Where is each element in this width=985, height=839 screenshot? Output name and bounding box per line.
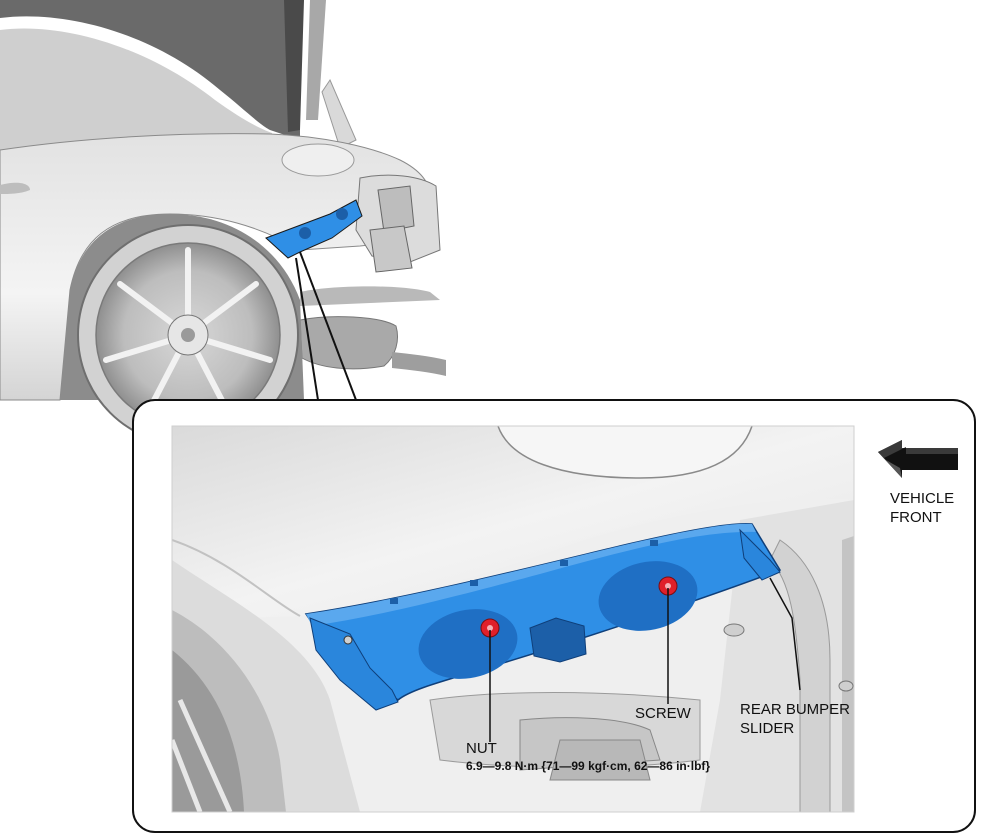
nut-torque-spec: 6.9—9.8 N·m {71—99 kgf·cm, 62—86 in·lbf} xyxy=(466,759,711,773)
detail-inset-image xyxy=(172,426,854,812)
vehicle-front-label-line1: VEHICLE xyxy=(890,490,955,507)
label-leader-lines xyxy=(489,577,801,742)
overview-vehicle xyxy=(0,0,446,446)
screw-label: SCREW xyxy=(635,705,691,722)
vehicle-front-arrow-icon xyxy=(878,440,958,478)
rear-bumper-slider-label-line1: REAR BUMPER xyxy=(740,701,851,718)
nut-label: NUT xyxy=(466,740,497,757)
vehicle-front-label-line2: FRONT xyxy=(890,509,942,526)
callout-leader-lines xyxy=(295,251,357,401)
rear-bumper-slider-label-line2: SLIDER xyxy=(740,720,795,737)
